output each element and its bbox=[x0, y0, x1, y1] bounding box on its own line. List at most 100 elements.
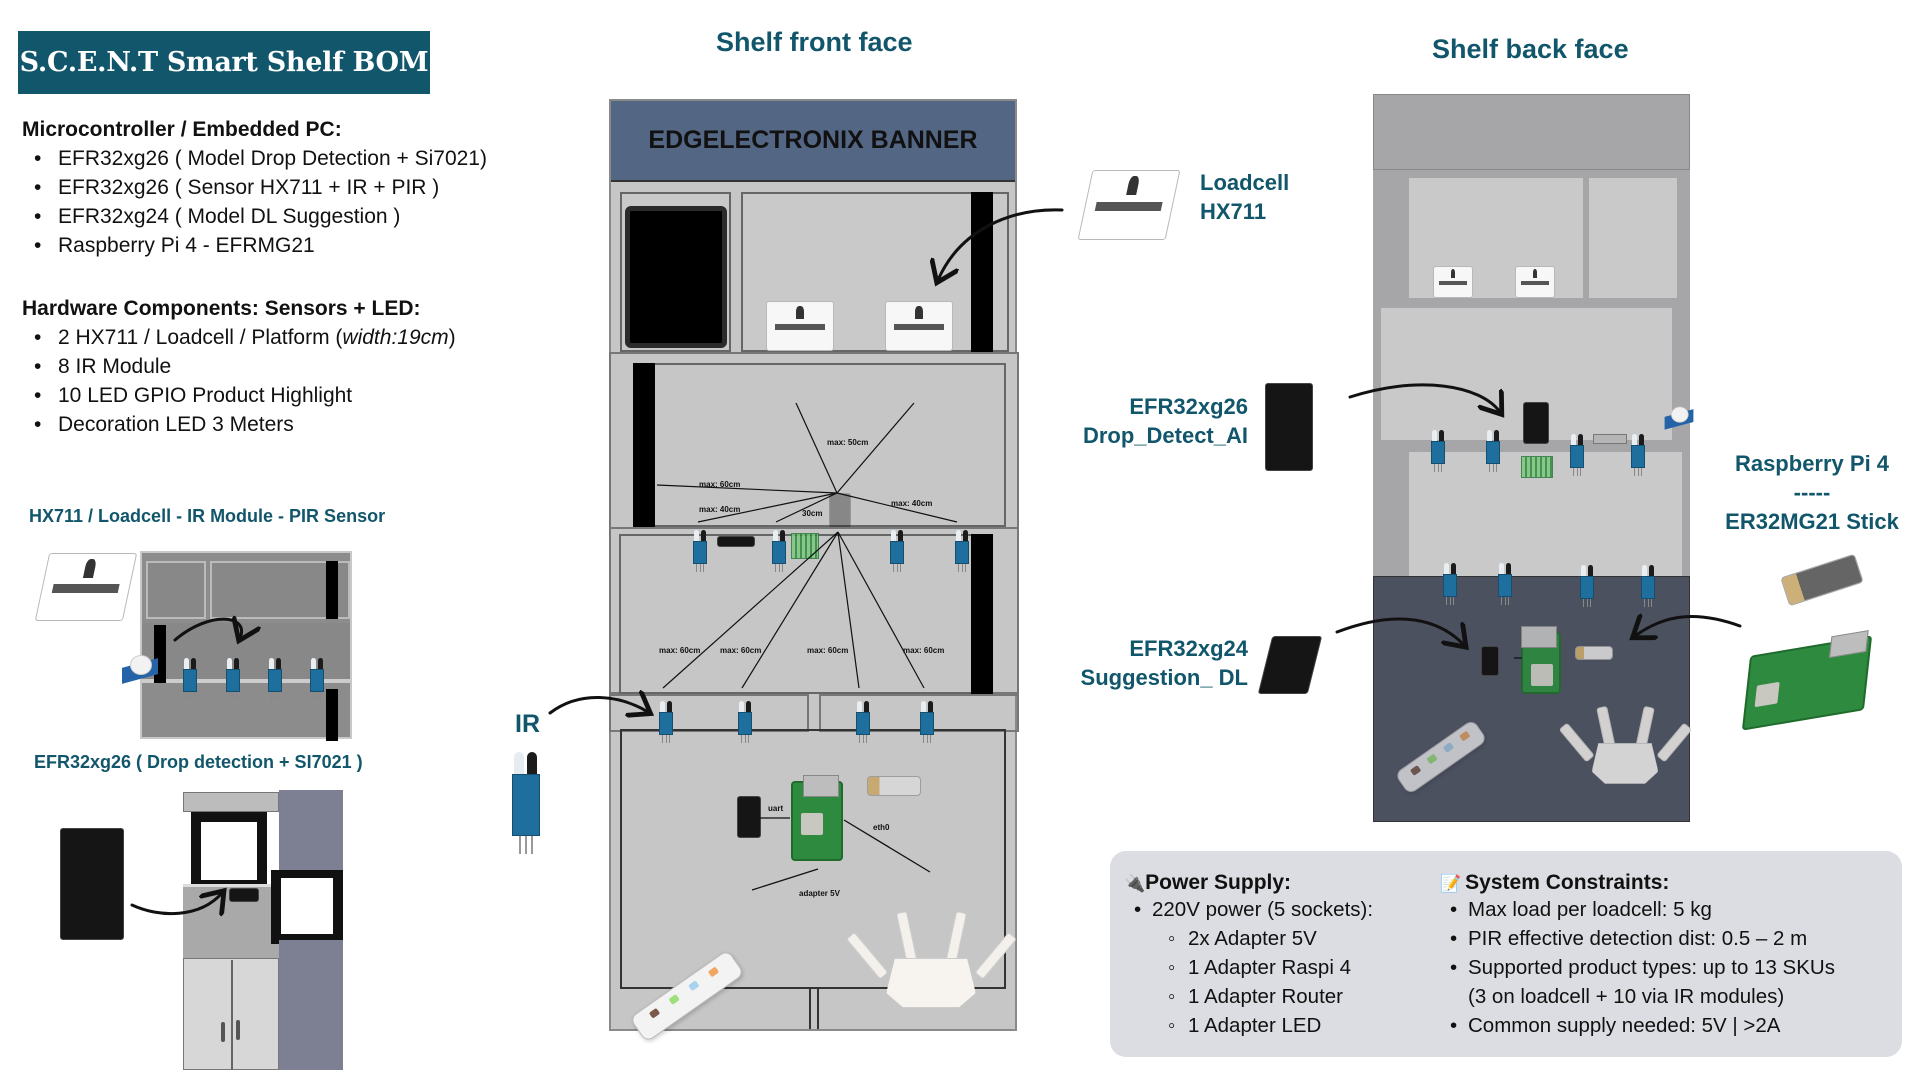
ir-module bbox=[738, 701, 752, 743]
ir-module-image bbox=[310, 658, 324, 700]
ir-module bbox=[772, 530, 786, 572]
ir-module bbox=[1570, 434, 1584, 476]
pir-sensor bbox=[1664, 406, 1694, 430]
led-controller-board bbox=[1593, 434, 1627, 444]
uart-label: uart bbox=[768, 804, 784, 813]
hardware-section: Hardware Components: Sensors + LED: 2 HX… bbox=[22, 297, 456, 439]
constraint-item: Max load per loadcell: 5 kg bbox=[1440, 895, 1835, 924]
constraints-title: System Constraints: bbox=[1465, 871, 1670, 894]
efr32xg26-board-image bbox=[1265, 383, 1313, 471]
power-subitem: 2x Adapter 5V bbox=[1124, 924, 1373, 953]
ir-module-large bbox=[512, 752, 540, 856]
memo-icon: 📝 bbox=[1440, 874, 1462, 893]
power-subitem: 1 Adapter Router bbox=[1124, 982, 1373, 1011]
microcontroller-heading: Microcontroller / Embedded PC: bbox=[22, 118, 342, 141]
shelf-back-face bbox=[1373, 94, 1694, 822]
ir-module-image bbox=[268, 658, 282, 700]
mcu-item: EFR32xg26 ( Sensor HX711 + IR + PIR ) bbox=[22, 173, 487, 202]
loadcell-image bbox=[885, 301, 953, 351]
hardware-item-width: width:19cm bbox=[342, 326, 449, 349]
measure-label: max: 60cm bbox=[807, 646, 849, 655]
hardware-item: 2 HX711 / Loadcell / Platform (width:19c… bbox=[22, 323, 456, 352]
loadcell-image bbox=[1515, 266, 1555, 298]
shelf-post bbox=[971, 534, 993, 694]
xg26-label-line: EFR32xg26 bbox=[1129, 394, 1248, 419]
ir-module bbox=[693, 530, 707, 572]
hardware-item: 10 LED GPIO Product Highlight bbox=[22, 381, 456, 410]
raspberry-pi-image bbox=[1741, 635, 1873, 731]
loadcell-image bbox=[1433, 266, 1473, 298]
hardware-item: Decoration LED 3 Meters bbox=[22, 410, 456, 439]
back-face-heading: Shelf back face bbox=[1432, 34, 1629, 64]
ir-module bbox=[890, 530, 904, 572]
tablet-display[interactable] bbox=[625, 206, 727, 348]
cabinet-illustration bbox=[183, 790, 348, 1072]
plug-icon: 🔌 bbox=[1124, 874, 1146, 893]
measure-label: max: 60cm bbox=[659, 646, 701, 655]
eth0-label: eth0 bbox=[873, 823, 890, 832]
wifi-router bbox=[1558, 705, 1693, 786]
measure-label: max: 40cm bbox=[699, 505, 741, 514]
rpi-label-line: ER32MG21 Stick bbox=[1725, 509, 1899, 534]
led-matrix bbox=[791, 533, 819, 559]
bottom-compartment bbox=[620, 729, 1006, 989]
wifi-router bbox=[845, 911, 1018, 1011]
rpi-label-line: ----- bbox=[1793, 480, 1831, 505]
ir-module bbox=[1631, 434, 1645, 476]
raspberry-pi-board bbox=[1521, 626, 1561, 694]
xg26-label: EFR32xg26 Drop_Detect_AI bbox=[1070, 392, 1248, 450]
ir-module bbox=[1443, 563, 1457, 605]
rpi-label-line: Raspberry Pi 4 bbox=[1734, 451, 1890, 476]
measure-label: max: 40cm bbox=[891, 499, 933, 508]
ir-module bbox=[955, 530, 969, 572]
ir-module bbox=[1486, 430, 1500, 472]
page-title: S.C.E.N.T Smart Shelf BOM bbox=[18, 31, 430, 94]
adapter-label: adapter 5V bbox=[799, 889, 840, 898]
xg24-label-line: Suggestion_ DL bbox=[1080, 665, 1248, 690]
constraint-item-continued: (3 on loadcell + 10 via IR modules) bbox=[1468, 985, 1785, 1008]
constraint-item: Common supply needed: 5V | >2A bbox=[1440, 1011, 1835, 1040]
sensor-illustration bbox=[34, 545, 360, 741]
raspberry-pi-board bbox=[791, 775, 843, 861]
xg24-label-line: EFR32xg24 bbox=[1129, 636, 1248, 661]
constraint-item: Supported product types: up to 13 SKUs bbox=[1440, 953, 1835, 982]
hardware-item-suffix: ) bbox=[448, 326, 456, 349]
mini-shelf bbox=[140, 551, 352, 741]
power-supply-heading: 🔌Power Supply: bbox=[1124, 871, 1373, 895]
led-matrix bbox=[1521, 456, 1553, 478]
xg26-label-line: Drop_Detect_AI bbox=[1082, 423, 1248, 448]
efr32mg21-usb-stick-image bbox=[1780, 553, 1864, 607]
mcu-item: Raspberry Pi 4 - EFRMG21 bbox=[22, 231, 487, 260]
sensors-caption: HX711 / Loadcell - IR Module - PIR Senso… bbox=[29, 506, 386, 526]
ir-module-image bbox=[183, 658, 197, 700]
xg24-label: EFR32xg24 Suggestion_ DL bbox=[1070, 634, 1248, 692]
ir-module-image bbox=[226, 658, 240, 700]
ir-module bbox=[1641, 565, 1655, 607]
power-item: 220V power (5 sockets): bbox=[1124, 895, 1373, 924]
efr32xg24-board bbox=[1481, 646, 1499, 676]
cabinet-handle bbox=[221, 1022, 225, 1042]
mcu-item: EFR32xg24 ( Model DL Suggestion ) bbox=[22, 202, 487, 231]
constraints-section: 📝System Constraints: Max load per loadce… bbox=[1440, 871, 1835, 1040]
loadcell-label: Loadcell HX711 bbox=[1200, 168, 1289, 226]
ir-module bbox=[1498, 563, 1512, 605]
loadcell-image bbox=[1077, 170, 1181, 240]
ir-module bbox=[1431, 430, 1445, 472]
shelf-post bbox=[633, 363, 655, 529]
hardware-item-text: 2 HX711 / Loadcell / Platform ( bbox=[58, 326, 343, 349]
banner-text: EDGELECTRONIX BANNER bbox=[648, 126, 978, 154]
rpi-label: Raspberry Pi 4 ----- ER32MG21 Stick bbox=[1718, 449, 1906, 536]
mcu-item: EFR32xg26 ( Model Drop Detection + Si702… bbox=[22, 144, 487, 173]
measure-label: max: 50cm bbox=[827, 438, 869, 447]
ir-module bbox=[659, 701, 673, 743]
drop-detection-caption: EFR32xg26 ( Drop detection + SI7021 ) bbox=[34, 752, 363, 772]
hardware-item: 8 IR Module bbox=[22, 352, 456, 381]
microcontroller-section: Microcontroller / Embedded PC: EFR32xg26… bbox=[22, 118, 487, 260]
measure-label: max: 60cm bbox=[903, 646, 945, 655]
efr32xg26-board-image bbox=[60, 828, 124, 940]
loadcell-label-line: HX711 bbox=[1200, 199, 1267, 224]
power-subitem: 1 Adapter Raspi 4 bbox=[1124, 953, 1373, 982]
power-subitem: 1 Adapter LED bbox=[1124, 1011, 1373, 1040]
power-supply-section: 🔌Power Supply: 220V power (5 sockets): 2… bbox=[1124, 871, 1373, 1040]
efr32mg21-usb-stick bbox=[867, 776, 921, 796]
